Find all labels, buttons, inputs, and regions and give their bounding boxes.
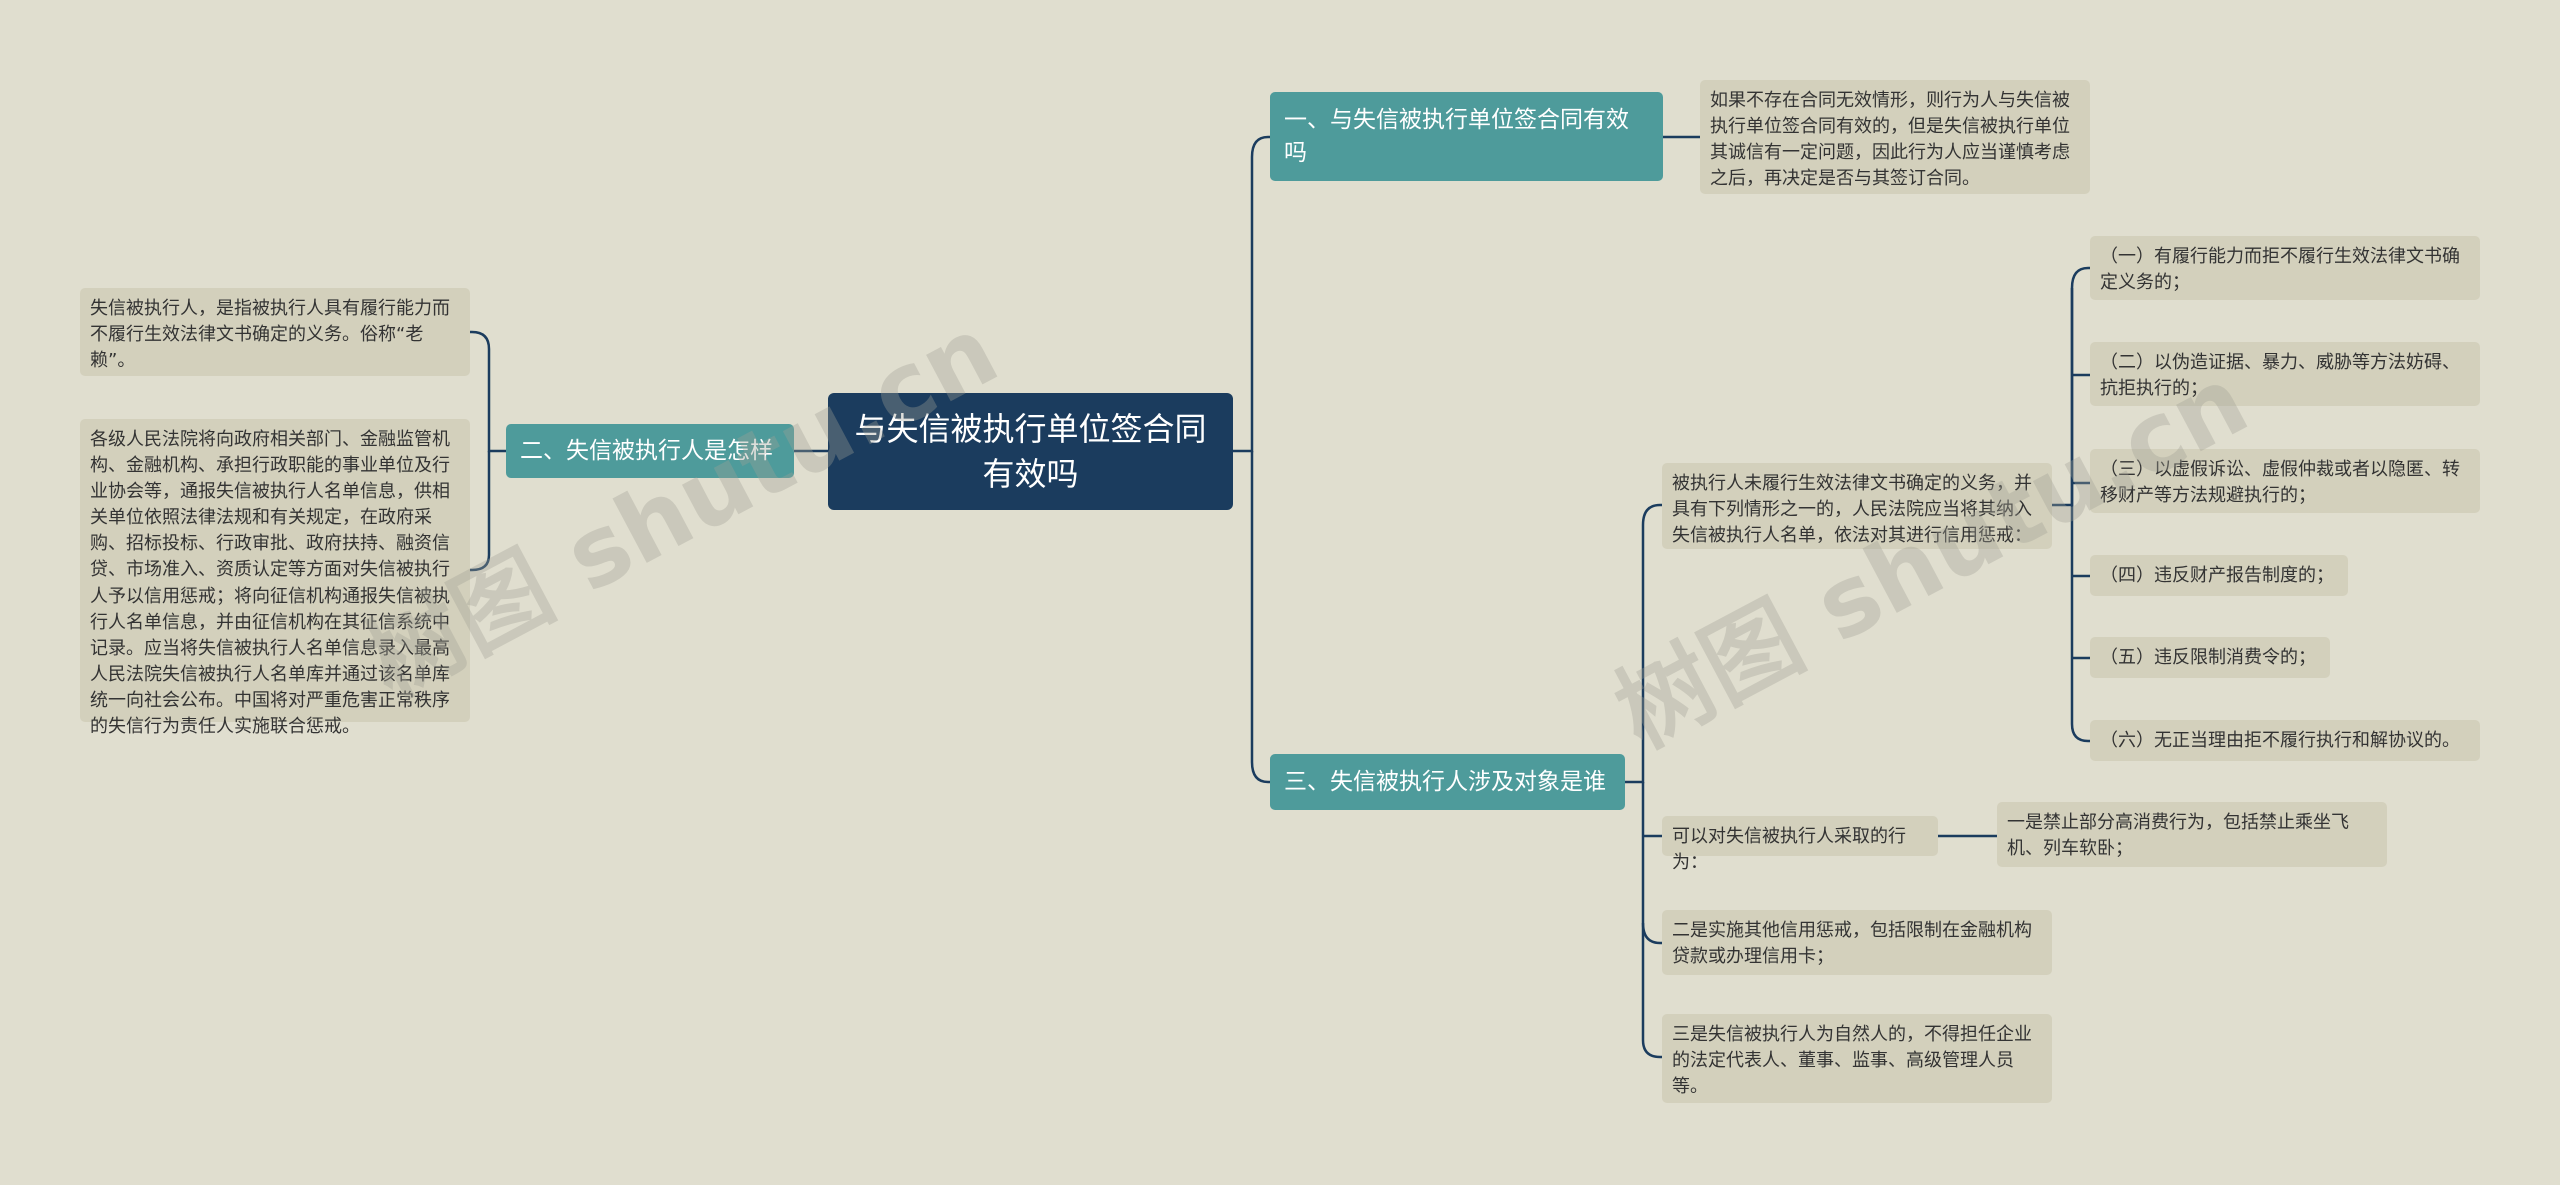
condition-item: （六）无正当理由拒不履行执行和解协议的。 <box>2090 720 2480 761</box>
inclusion-criteria-intro: 被执行人未履行生效法律文书确定的义务，并具有下列情形之一的，人民法院应当将其纳入… <box>1662 463 2052 549</box>
condition-item: （四）违反财产报告制度的； <box>2090 555 2348 596</box>
action-item-first: 一是禁止部分高消费行为，包括禁止乘坐飞机、列车软卧； <box>1997 802 2387 867</box>
branch-contract-validity[interactable]: 一、与失信被执行单位签合同有效吗 <box>1270 92 1663 181</box>
dishonest-definition-text: 失信被执行人，是指被执行人具有履行能力而不履行生效法律文书确定的义务。俗称“老赖… <box>80 288 470 376</box>
actions-label: 可以对失信被执行人采取的行为： <box>1662 816 1938 873</box>
action-item-third: 三是失信被执行人为自然人的，不得担任企业的法定代表人、董事、监事、高级管理人员等… <box>1662 1014 2052 1103</box>
branch-who-is-targeted[interactable]: 三、失信被执行人涉及对象是谁 <box>1270 754 1625 810</box>
condition-item: （二）以伪造证据、暴力、威胁等方法妨碍、抗拒执行的； <box>2090 342 2480 406</box>
action-item-second: 二是实施其他信用惩戒，包括限制在金融机构贷款或办理信用卡； <box>1662 910 2052 975</box>
dishonest-penalty-text: 各级人民法院将向政府相关部门、金融监管机构、金融机构、承担行政职能的事业单位及行… <box>80 419 470 737</box>
condition-item: （三）以虚假诉讼、虚假仲裁或者以隐匿、转移财产等方法规避执行的； <box>2090 449 2480 513</box>
root-topic[interactable]: 与失信被执行单位签合同有效吗 <box>828 393 1233 510</box>
branch-what-is-dishonest[interactable]: 二、失信被执行人是怎样 <box>506 424 794 478</box>
condition-item: （五）违反限制消费令的； <box>2090 637 2330 678</box>
condition-item: （一）有履行能力而拒不履行生效法律文书确定义务的； <box>2090 236 2480 300</box>
branch-contract-validity-text: 如果不存在合同无效情形，则行为人与失信被执行单位签合同有效的，但是失信被执行单位… <box>1700 80 2090 194</box>
